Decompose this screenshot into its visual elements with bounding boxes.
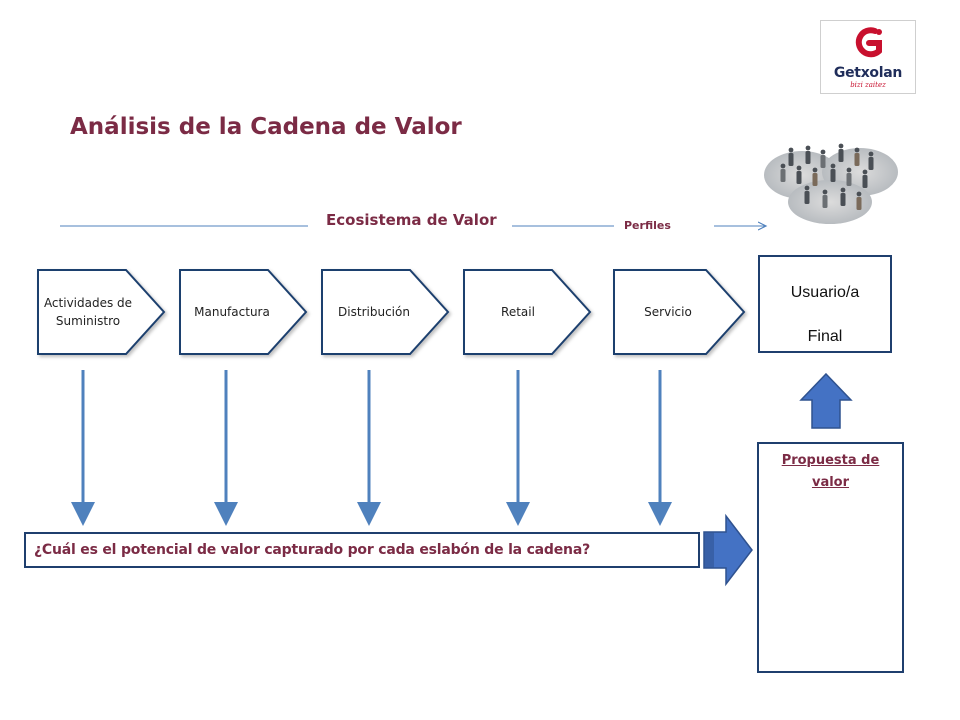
getxolan-logo: Getxolan bizi zaitez — [820, 20, 916, 94]
stage-label-servicio: Servicio — [644, 305, 692, 319]
end-user-box: Usuario/a Final — [758, 255, 892, 353]
right-arrow-shade — [704, 532, 714, 568]
ecosystem-line — [60, 0, 960, 260]
question-box: ¿Cuál es el potencial de valor capturado… — [24, 532, 700, 568]
logo-brand-text: Getxolan — [833, 65, 903, 81]
up-arrow-to-user — [799, 372, 853, 429]
value-proposition-label: Propuesta de valor — [781, 453, 880, 490]
value-proposition-box: Propuesta de valor — [757, 442, 904, 673]
stage-shape-suministro — [37, 269, 166, 355]
getxolan-logo-mark — [855, 27, 882, 58]
end-user-line2: Final — [807, 328, 843, 345]
ecosystem-label: Ecosistema de Valor — [326, 211, 497, 229]
question-text: ¿Cuál es el potencial de valor capturado… — [34, 542, 590, 558]
stage-shape-manufactura — [179, 269, 308, 355]
end-user-line1: Usuario/a — [790, 284, 860, 301]
stage-shape-retail — [463, 269, 592, 355]
people-profiles-illustration — [764, 143, 898, 224]
stage-shape-servicio — [613, 269, 746, 355]
logo-tagline: bizi zaitez — [850, 81, 886, 89]
stage-shape-distribucion — [321, 269, 450, 355]
stage-label-manufactura: Manufactura — [194, 305, 270, 319]
stage-label-distribucion: Distribución — [338, 305, 410, 319]
page-title: Análisis de la Cadena de Valor — [70, 114, 462, 140]
profiles-label: Perfiles — [624, 219, 671, 232]
stage-label-suministro: Actividades de Suministro — [43, 296, 133, 328]
stage-label-retail: Retail — [501, 305, 535, 319]
